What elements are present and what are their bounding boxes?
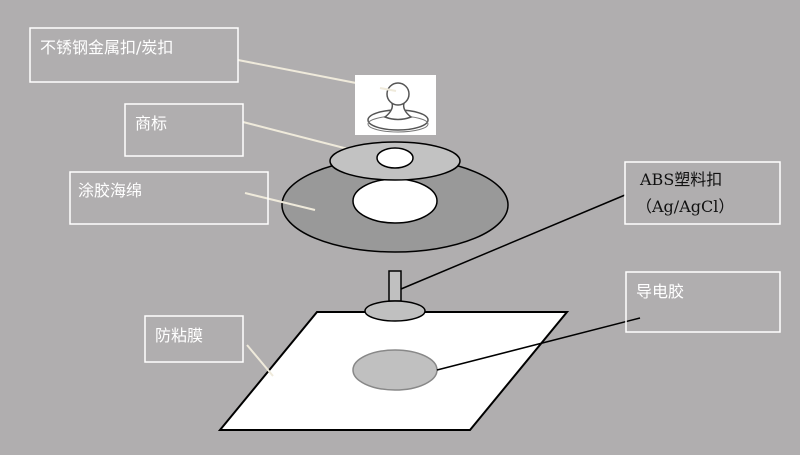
label-button: 不锈钢金属扣/炭扣: [29, 27, 239, 83]
leader-logo: [242, 121, 353, 151]
label-abs: ABS塑料扣 （Ag/AgCl）: [624, 161, 781, 225]
leader-abs: [400, 194, 626, 290]
label-foam-text: 涂胶海绵: [78, 181, 142, 200]
abs-stem: [388, 270, 402, 302]
label-logo-text: 商标: [135, 114, 167, 133]
label-liner: 防粘膜: [144, 315, 244, 363]
logo-hole: [376, 147, 414, 169]
leader-liner: [246, 344, 274, 377]
label-gel-text: 导电胶: [636, 282, 684, 301]
metal-button-illustration: [355, 75, 436, 135]
label-abs-line2: （Ag/AgCl）: [636, 197, 734, 216]
label-gel: 导电胶: [625, 271, 781, 333]
label-abs-line1: ABS塑料扣: [639, 170, 722, 189]
conductive-gel: [352, 349, 438, 391]
leader-foam: [244, 192, 316, 211]
leader-gel: [436, 317, 641, 371]
abs-base: [364, 300, 426, 322]
label-button-text: 不锈钢金属扣/炭扣: [40, 38, 173, 57]
label-logo: 商标: [124, 103, 244, 157]
label-liner-text: 防粘膜: [155, 326, 203, 345]
foam-hole: [352, 178, 438, 224]
leader-button-tip: [379, 87, 397, 92]
label-foam: 涂胶海绵: [69, 171, 269, 225]
